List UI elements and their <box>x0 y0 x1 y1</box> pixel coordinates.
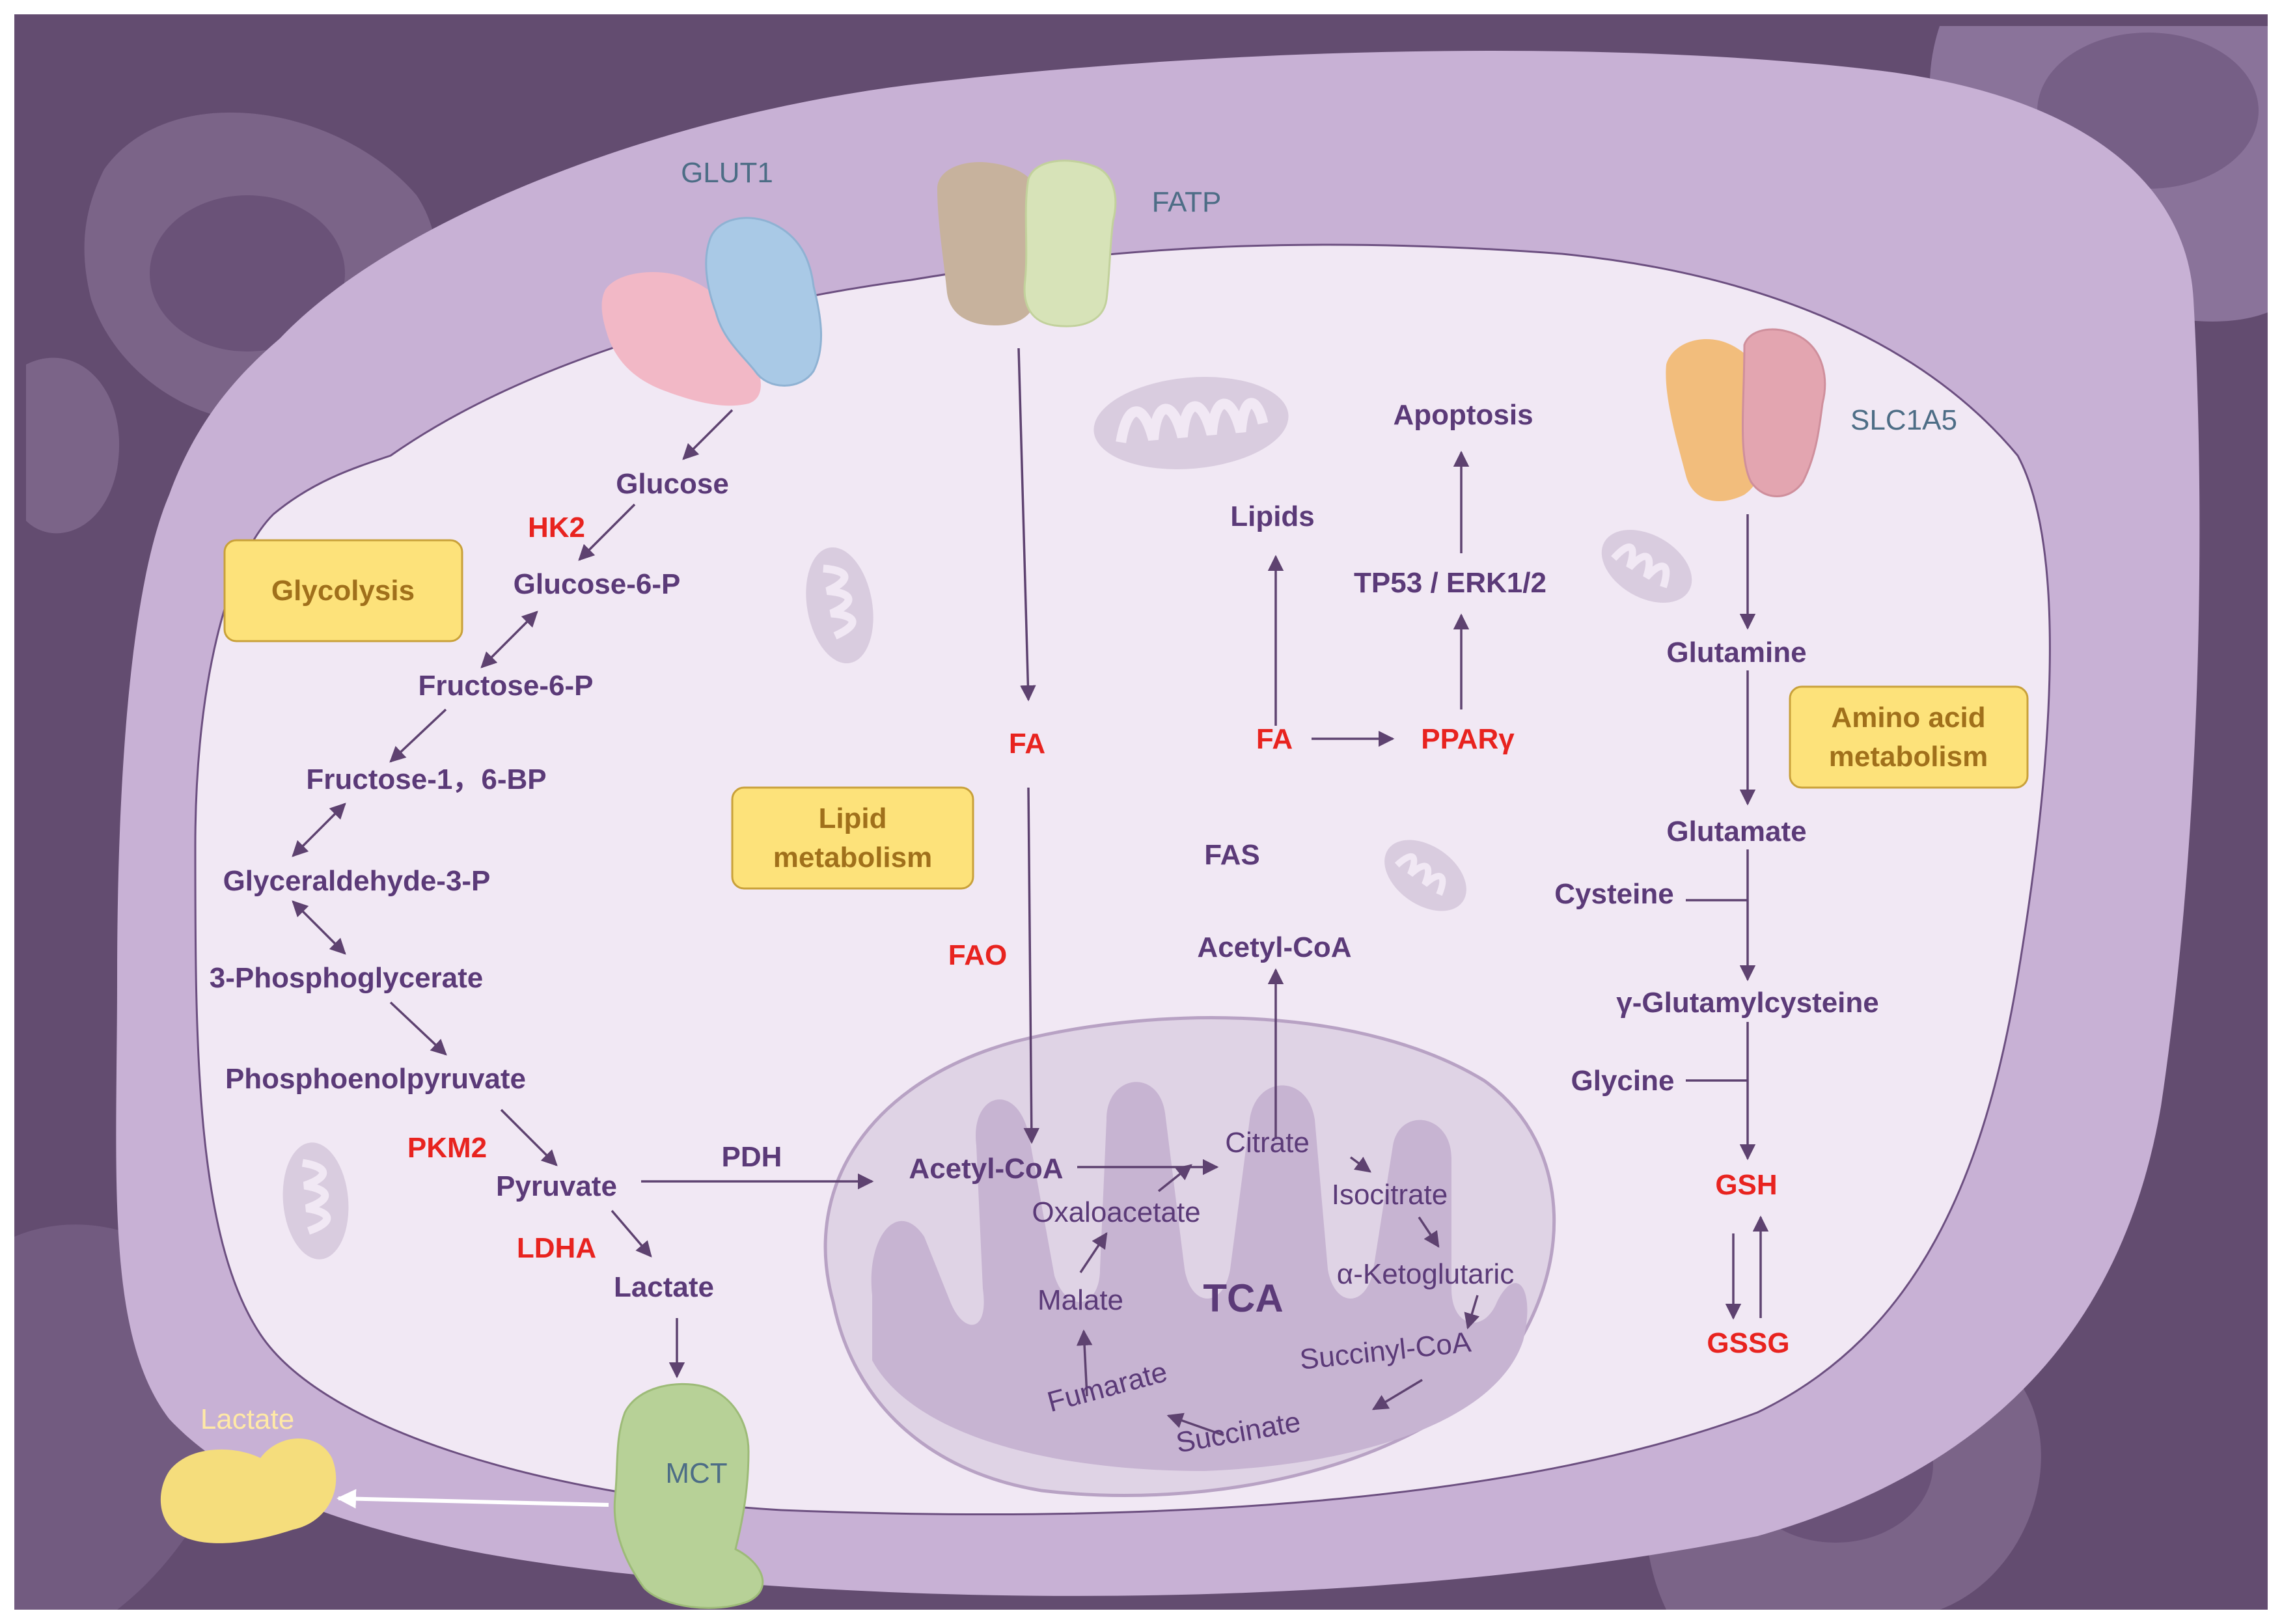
fatp-transporter-icon <box>937 159 1117 327</box>
pathway-arrows <box>292 348 1769 1437</box>
hk2-label: HK2 <box>528 512 585 544</box>
fao-label: FAO <box>948 939 1007 971</box>
lactate-label: Lactate <box>614 1271 714 1303</box>
amino-box-line2: metabolism <box>1829 741 1988 773</box>
cysteine-label: Cysteine <box>1554 878 1673 910</box>
decor-mitochondria <box>282 377 1692 1259</box>
pkm2-label: PKM2 <box>407 1132 487 1164</box>
glycolysis-box-label: Glycolysis <box>271 575 415 607</box>
lactate-export-blob <box>160 1438 337 1543</box>
glycolysis-box: Glycolysis <box>223 539 463 642</box>
fructose-6-p-label: Fructose-6-P <box>419 670 594 702</box>
ldha-label: LDHA <box>517 1232 596 1264</box>
glutamine-label: Glutamine <box>1666 637 1806 668</box>
fas-label: FAS <box>1204 839 1260 871</box>
malate-label: Malate <box>1038 1284 1123 1316</box>
glut1-transporter-icon <box>601 217 823 406</box>
glutamate-label: Glutamate <box>1666 816 1806 847</box>
tca-label: TCA <box>1203 1276 1283 1320</box>
lactate-out-label: Lactate <box>200 1403 294 1435</box>
amino-acid-metabolism-box: Amino acid metabolism <box>1789 685 2029 789</box>
mitochondrion <box>823 1016 1556 1497</box>
amino-box-line1: Amino acid <box>1831 702 1985 734</box>
glucose-6-p-label: Glucose-6-P <box>514 568 681 600</box>
oxaloacetate-label: Oxaloacetate <box>1032 1196 1200 1228</box>
gsh-label: GSH <box>1715 1169 1777 1201</box>
slc1a5-transporter-icon <box>1666 328 1826 501</box>
lactate-export-arrow <box>337 1489 609 1509</box>
cytoplasm <box>194 243 2051 1515</box>
mct-transporter-icon <box>613 1383 764 1609</box>
fatp-label: FATP <box>1152 186 1222 218</box>
tp53-erk-label: TP53 / ERK1/2 <box>1354 567 1547 599</box>
lipid-box-line2: metabolism <box>773 842 933 874</box>
lipids-label: Lipids <box>1230 501 1315 532</box>
pdh-label: PDH <box>722 1141 782 1173</box>
glycine-label: Glycine <box>1571 1065 1675 1097</box>
lipid-metabolism-box: Lipid metabolism <box>731 786 974 890</box>
fa-in-label: FA <box>1009 728 1045 760</box>
phosphoenolpyruvate-label: Phosphoenolpyruvate <box>225 1063 526 1095</box>
citrate-label: Citrate <box>1225 1127 1310 1159</box>
fructose-16-bp-label: Fructose-1，6-BP <box>306 764 546 795</box>
3-phosphoglycerate-label: 3-Phosphoglycerate <box>210 962 484 994</box>
gssg-label: GSSG <box>1707 1327 1789 1359</box>
fa-syn-label: FA <box>1256 723 1293 755</box>
glut1-label: GLUT1 <box>681 157 773 189</box>
mct-label: MCT <box>665 1457 727 1489</box>
isocitrate-label: Isocitrate <box>1332 1179 1448 1211</box>
glucose-label: Glucose <box>616 468 729 500</box>
ppar-gamma-label: PPARγ <box>1421 723 1515 755</box>
alpha-ketoglutaric-label: α-Ketoglutaric <box>1337 1258 1514 1290</box>
slc1a5-label: SLC1A5 <box>1850 404 1957 436</box>
glyceraldehyde-3-p-label: Glyceraldehyde-3-P <box>223 865 491 897</box>
apoptosis-label: Apoptosis <box>1393 399 1533 431</box>
acetyl-coa-cyto-label: Acetyl-CoA <box>1197 931 1351 963</box>
gamma-glutamylcysteine-label: γ-Glutamylcysteine <box>1616 987 1879 1019</box>
pyruvate-label: Pyruvate <box>496 1170 617 1202</box>
lipid-box-line1: Lipid <box>818 803 887 834</box>
acetyl-coa-mito-label: Acetyl-CoA <box>909 1153 1063 1185</box>
